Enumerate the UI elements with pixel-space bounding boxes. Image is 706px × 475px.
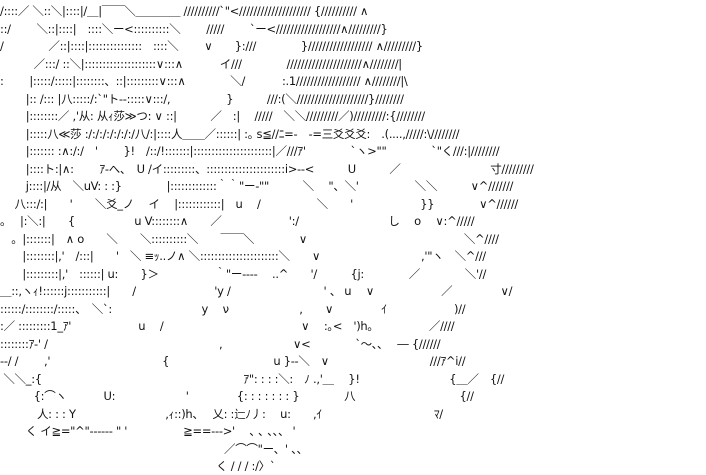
art-line: / ／::|::::|::::::::::::::: ::::＼ ∨ }:///… (0, 39, 423, 53)
art-line: 人: : : Y ,ｨ::)h、 乂: :辷ﾉ丿: u: ,ｲ ﾏ/ (0, 406, 443, 421)
art-line: ／⌒⌒"ー、' 、、 (0, 441, 308, 456)
art-line: :／ :::::::::1_ｱ' u / ∨ :｡< ')h｡ ／//// (0, 319, 455, 333)
art-line: ＼＼_:{ ｱ": : : :＼: ﾉ .,'＿ }! {＿／ {// (0, 371, 505, 386)
art-line: |::::::::／ ,'从: 从ｨ莎≫つ: ∨ ::| ／ :| ///// … (0, 109, 425, 123)
art-line: |::::::::|,' /:::| ' ＼ ≡ｯ..ノ∧ ＼:::::::::… (0, 249, 486, 263)
art-line: |:::::::::|,' ::::::| u: }＞ ｀"ー---- ..^ … (0, 266, 487, 281)
art-line: {:⌒ヽ U: ' {: : : : : : : } 八 {// (0, 389, 474, 403)
art-line: |::::::: :∧:/:/ ' }! /::/!:::::::|::::::… (0, 144, 500, 158)
art-line: |:::::八≪莎 :/:/:/:/:/:/:/八/:|::::人＿＿／::::… (0, 126, 460, 141)
art-line: /::::／ ＼::＼|::::|/＿|￣￣＼＿＿＿＿ //////////`"… (0, 4, 369, 18)
art-line: --/ / ,' { u }--＼ ∨ ///ｱ^i// (0, 354, 466, 368)
art-line: 。|:::::::| ∧ o ＼ ＼::::::::::＼ ￣￣＼ ∨ ＼^//… (0, 231, 499, 246)
art-line: 。 |:＼:| { u V::::::::∧ ／ ':/ し o ∨:^////… (0, 214, 475, 228)
art-line: ::/ ＼::|::::| ::::＼ー<::::::::::＼ ///// `… (0, 21, 388, 36)
art-line: : |:::::/:::::|::::::::、::|:::::::::∨:::… (0, 74, 408, 88)
art-line: j::::|/从 ＼uV: : :} |:::::::::::::｀｀"ー-""… (0, 179, 514, 193)
art-line: ＿::,ヽｨ!::::::j:::::::::::| / 'y / ' 、 u … (0, 284, 513, 298)
art-line: ::::::/::::::::/:::::、 ＼`: y ν , ∨ ｲ )// (0, 301, 466, 316)
art-line: |:: /::: |八:::::/:`"ト--:::::∨:::/, } ///… (0, 91, 404, 106)
art-line: 八:::/:| ' ＼爻_ノ イ |::::::::::::| u / ＼ ' … (0, 196, 519, 211)
art-line: く イ≧="^"------ " ' ≧==--->' ､ ､ 、、、 ' (0, 424, 296, 438)
art-line: ::::::::ｱ-' / , ∨< `～､､ ― {////// (0, 336, 441, 351)
art-line: ／:::/ ::＼|::::::::::::::::::::∨:::∧ イ///… (0, 56, 403, 71)
art-line: |::::ト:|∧: ｱ-へ、 U /イ:::::::::、::::::::::… (0, 161, 534, 176)
art-line: く / / / :/〉` (0, 459, 276, 473)
